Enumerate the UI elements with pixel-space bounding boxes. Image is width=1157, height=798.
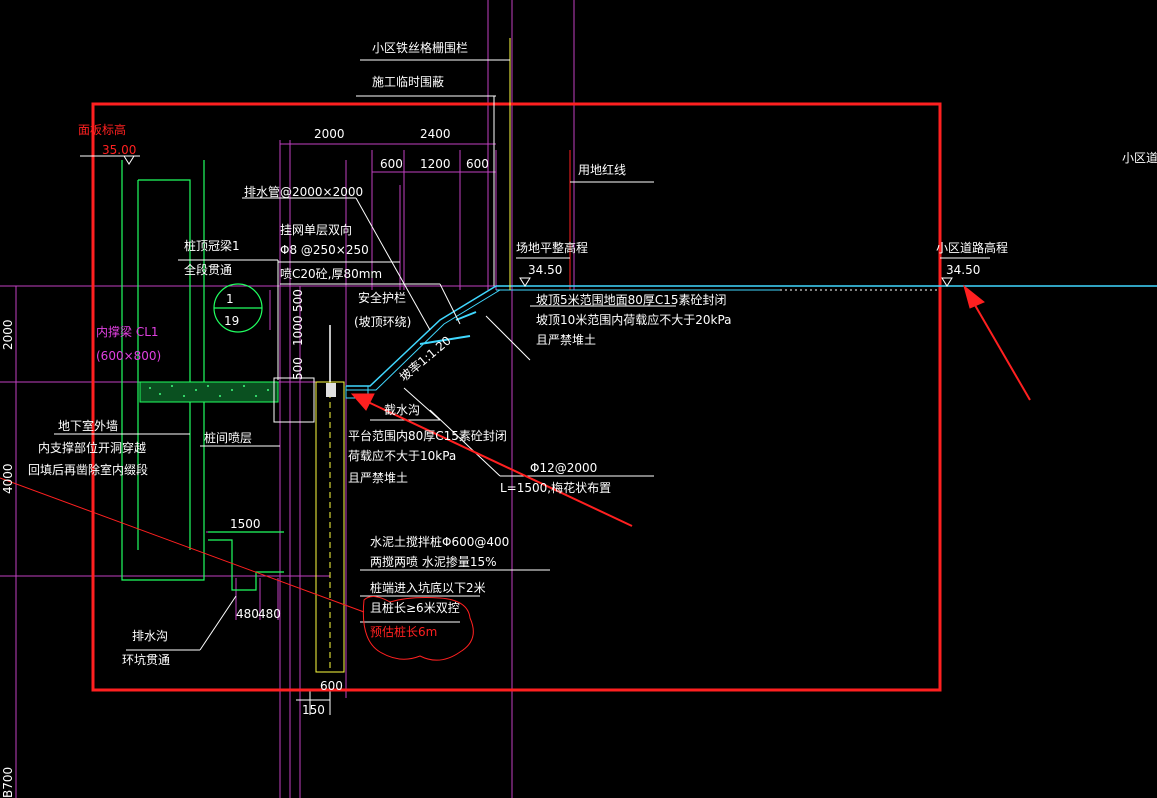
label-mix-pile-3: 桩端进入坑底以下2米: [370, 580, 486, 595]
dim-600-c: 600: [320, 679, 343, 693]
dim-left-4000: 4000: [1, 463, 15, 494]
label-drain-ditch-2: 环坑贯通: [122, 652, 170, 667]
dim-1200: 1200: [420, 157, 451, 171]
dim-1500: 1500: [230, 517, 261, 531]
leader-lines: [54, 59, 990, 651]
dim-1000: 1000: [291, 315, 305, 346]
label-crown-beam-1: 桩顶冠梁1: [184, 238, 240, 253]
dim-b700: B700: [1, 767, 15, 798]
label-slope-note-2: 坡顶10米范围内荷载应不大于20kPa: [536, 312, 732, 327]
site-level-value: 34.50: [528, 263, 562, 277]
dim-500-a: 500: [291, 289, 305, 312]
dim-480-b: 480: [258, 607, 281, 621]
label-drain-pipe: 排水管@2000×2000: [244, 184, 363, 199]
ground-line: [346, 285, 1157, 391]
label-wire-fence: 小区铁丝格栅围栏: [372, 40, 468, 55]
label-community-road: 小区道路: [1122, 150, 1157, 165]
label-slope-note-1: 坡顶5米范围地面80厚C15素砼封闭: [536, 293, 727, 307]
label-nail-1: Φ12@2000: [530, 461, 597, 475]
soil-nail: [419, 335, 471, 345]
label-slope-note-3: 且严禁堆土: [536, 333, 596, 347]
wall-structure: [121, 160, 284, 591]
label-drain-ditch-1: 排水沟: [132, 629, 168, 643]
label-mix-pile-2: 两搅两喷 水泥掺量15%: [370, 554, 497, 569]
label-inner-strut-2: (600×800): [96, 349, 161, 363]
detail-callout-top: 1: [226, 292, 234, 306]
red-arrow-right: [963, 284, 1031, 401]
red-arrow-left: [350, 393, 633, 527]
dim-600-a: 600: [380, 157, 403, 171]
label-guardrail-2: (坡顶环绕): [354, 315, 411, 329]
revision-cloud: [362, 596, 474, 661]
label-pile-length-note: 预估桩长6m: [370, 624, 437, 639]
grid-lines: [0, 0, 575, 798]
label-slope-ratio: 坡率1:1.20: [396, 333, 453, 385]
label-basement-3: 回填后再凿除室内缀段: [28, 462, 148, 477]
red-annotation-line: [0, 477, 365, 613]
face-elevation-value: 35.00: [102, 143, 136, 157]
label-crown-beam-2: 全段贯通: [184, 262, 232, 277]
dim-480-a: 480: [236, 607, 259, 621]
dim-left-2000: 2000: [1, 319, 15, 350]
dim-600-b: 600: [466, 157, 489, 171]
label-mix-pile-4: 且桩长≥6米双控: [370, 600, 460, 615]
crown-beam: [273, 377, 315, 423]
label-road-elevation: 小区道路高程: [936, 240, 1008, 255]
dim-500-b: 500: [291, 357, 305, 380]
label-temp-fence: 施工临时围蔽: [372, 75, 444, 89]
dim-2000: 2000: [314, 127, 345, 141]
label-mesh-layer: 桩间喷层: [204, 430, 252, 445]
dim-2400: 2400: [420, 127, 451, 141]
label-nail-2: L=1500,梅花状布置: [500, 480, 611, 495]
label-platform-2: 荷载应不大于10kPa: [348, 448, 456, 463]
label-mesh-3: 喷C20砼,厚80mm: [280, 267, 382, 281]
red-selection-frame: [91, 102, 942, 692]
road-elevation-value: 34.50: [946, 263, 980, 277]
label-site-level: 场地平整高程: [516, 240, 588, 255]
dim-150: 150: [302, 703, 325, 717]
label-guardrail-1: 安全护栏: [358, 290, 406, 305]
label-inner-strut-1: 内撑梁 CL1: [96, 324, 159, 339]
label-basement-1: 地下室外墙: [58, 418, 118, 433]
inner-strut-beam: [139, 381, 279, 403]
label-cut-ditch: 截水沟: [384, 403, 420, 417]
label-basement-2: 内支撑部位开洞穿越: [38, 440, 146, 455]
label-platform-1: 平台范围内80厚C15素砼封闭: [348, 428, 507, 443]
label-face-elevation: 面板标高: [78, 122, 126, 137]
label-mix-pile-1: 水泥土搅拌桩Φ600@400: [370, 534, 509, 549]
label-mesh-1: 挂网单层双向: [280, 222, 352, 237]
detail-callout-bottom: 19: [224, 314, 239, 328]
label-platform-3: 且严禁堆土: [348, 471, 408, 485]
label-mesh-2: Φ8 @250×250: [280, 243, 369, 257]
label-land-line: 用地红线: [578, 162, 626, 177]
